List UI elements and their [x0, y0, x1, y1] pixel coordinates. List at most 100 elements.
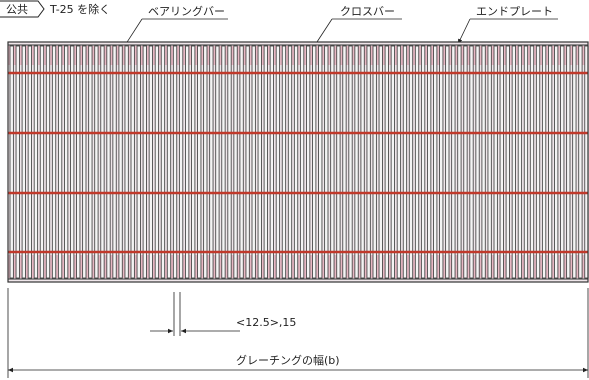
- bearing-bar: [414, 45, 420, 279]
- bearing-bar: [148, 45, 153, 279]
- bearing-bar: [554, 45, 559, 279]
- bearing-bar: [39, 45, 45, 279]
- end-plate-callout: エンドプレート: [457, 5, 558, 45]
- bearing-bar: [572, 45, 577, 279]
- category-badge-label: 公共: [6, 3, 28, 16]
- width-dimension-label: グレーチングの幅(b): [236, 353, 340, 367]
- bearing-bar: [70, 45, 75, 279]
- bearing-bar: [263, 45, 268, 279]
- bearing-bar: [493, 45, 498, 279]
- cross-bars: [8, 71, 588, 254]
- bearing-bar: [566, 45, 571, 279]
- bearing-bar: [136, 45, 141, 279]
- bearing-bar: [94, 45, 99, 279]
- category-badge: 公共: [0, 0, 45, 18]
- bearing-bar: [257, 45, 262, 279]
- bearing-bar: [118, 45, 123, 279]
- bearing-bar: [221, 45, 226, 279]
- pitch-dimension: <12.5>,15: [150, 316, 296, 334]
- bearing-bar: [505, 45, 510, 279]
- bearing-bar: [487, 45, 492, 279]
- bearing-bar: [306, 45, 311, 279]
- bearing-bar: [33, 45, 39, 279]
- bearing-bar: [281, 45, 287, 279]
- bearing-bar: [336, 45, 341, 279]
- grating-frame: [7, 41, 589, 283]
- bearing-bar: [499, 45, 504, 279]
- bearing-bar: [9, 45, 14, 279]
- end-plate-label: エンドプレート: [476, 5, 553, 18]
- bearing-bar: [293, 45, 299, 279]
- bearing-bar: [178, 45, 184, 279]
- bearing-bar: [529, 45, 535, 279]
- bearing-bar: [427, 45, 432, 279]
- bearing-bar: [63, 45, 69, 279]
- bearing-bar: [21, 45, 26, 279]
- bearing-bar: [384, 45, 389, 279]
- bearing-bar: [324, 45, 329, 279]
- bearing-bar: [348, 45, 353, 279]
- bearing-bar: [15, 45, 20, 279]
- bearing-bar: [142, 45, 147, 279]
- bearing-bar: [578, 45, 583, 279]
- condition-note: T-25 を除く: [49, 2, 110, 16]
- bearing-bar: [245, 45, 250, 279]
- bearing-bar: [227, 45, 232, 279]
- bearing-bar: [45, 45, 51, 279]
- cross-bar-callout: クロスバー: [297, 5, 402, 72]
- bearing-bar: [215, 45, 220, 279]
- bearing-bar: [445, 45, 450, 279]
- bearing-bar: [469, 45, 474, 279]
- bearing-bar: [27, 45, 32, 279]
- pitch-dimension-label: <12.5>,15: [236, 316, 296, 329]
- bearing-bar: [560, 45, 565, 279]
- width-dimension: グレーチングの幅(b): [8, 353, 588, 373]
- bearing-bar: [51, 45, 57, 279]
- bearing-bar: [548, 45, 553, 279]
- bearing-bar: [88, 45, 93, 279]
- bearing-bar: [130, 45, 135, 279]
- bearing-bar: [439, 45, 444, 279]
- bearing-bar: [239, 45, 244, 279]
- bearing-bar: [318, 45, 323, 279]
- bearing-bar: [82, 45, 87, 279]
- bearing-bar: [209, 45, 214, 279]
- cross-bar-label: クロスバー: [340, 5, 395, 18]
- bearing-bar: [433, 45, 438, 279]
- grating-panel: [7, 41, 589, 283]
- bearing-bar: [160, 45, 166, 279]
- bearing-bar: [541, 45, 547, 279]
- bearing-bar: [354, 45, 359, 279]
- bearing-bar: [396, 45, 402, 279]
- bearing-bar: [197, 45, 202, 279]
- bearing-bar: [535, 45, 541, 279]
- bearing-bar: [154, 45, 160, 279]
- bearing-bar-label: ベアリングバー: [148, 4, 225, 18]
- bearing-bar: [106, 45, 111, 279]
- bearing-bar: [184, 45, 190, 279]
- bearing-bar: [390, 45, 395, 279]
- bearing-bar: [451, 45, 456, 279]
- bearing-bar: [475, 45, 480, 279]
- bearing-bar: [372, 45, 377, 279]
- bearing-bar: [523, 45, 529, 279]
- bearing-bar: [481, 45, 486, 279]
- bearing-bar: [402, 45, 408, 279]
- bearing-bar: [463, 45, 468, 279]
- bearing-bar: [191, 45, 196, 279]
- bearing-bar: [517, 45, 523, 279]
- bearing-bar: [366, 45, 371, 279]
- bearing-bars: [8, 45, 589, 279]
- bearing-bar: [124, 45, 129, 279]
- bearing-bar: [269, 45, 274, 279]
- bearing-bar: [233, 45, 238, 279]
- bearing-bar: [378, 45, 383, 279]
- bearing-bar: [275, 45, 281, 279]
- bearing-bar: [457, 45, 462, 279]
- bearing-bar: [166, 45, 172, 279]
- bearing-bar: [112, 45, 117, 279]
- bearing-bar: [511, 45, 517, 279]
- bearing-bar: [408, 45, 414, 279]
- bearing-bar: [360, 45, 365, 279]
